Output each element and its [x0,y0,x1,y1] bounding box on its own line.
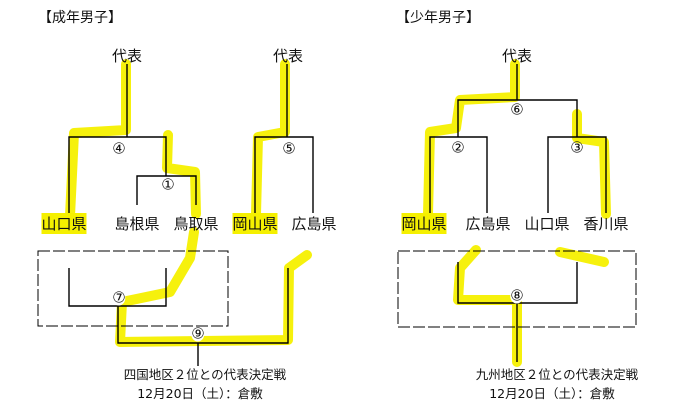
highlight-path [555,247,609,267]
adult-bracket-lines [37,64,314,366]
team-kagawa: 香川県 [583,215,629,233]
match-number: ⑧ [510,286,524,305]
representative-label: 代表 [501,47,533,65]
team-okayama: 岡山県 [401,213,447,234]
highlight-path [423,59,520,219]
highlight-path [572,109,611,219]
team-yamaguchi: 山口県 [41,213,87,234]
team-yamaguchi: 山口県 [524,215,570,233]
team-hiroshima: 広島県 [291,215,337,233]
team-hiroshima: 広島県 [465,215,511,233]
representative-label: 代表 [272,47,304,65]
match-number: ⑨ [191,324,205,343]
team-okayama: 岡山県 [232,213,278,234]
youth-men-title: 【少年男子】 [396,10,480,26]
match-number: ⑥ [510,100,524,119]
playoff-note: 四国地区２位との代表決定戦 [123,367,287,382]
representative-label: 代表 [111,47,143,65]
playoff-date: 12月20日（土）：倉敷 [137,386,263,401]
highlight-path [251,59,290,219]
match-number: ④ [112,139,126,158]
highlight-path [162,130,201,219]
adult-men-title: 【成年男子】 [38,10,122,26]
team-tottori: 鳥取県 [173,215,219,233]
match-number: ⑤ [282,139,296,158]
youth-bracket-lines [397,64,637,362]
highlight-path [453,245,522,305]
playoff-note: 九州地区２位との代表決定戦 [475,367,639,382]
highlight-path [115,227,312,347]
highlight-path [65,59,131,221]
team-shimane: 島根県 [114,215,160,233]
match-number: ① [161,175,175,194]
match-number: ② [451,138,465,157]
playoff-date: 12月20日（土）：倉敷 [489,386,615,401]
match-number: ③ [570,138,584,157]
match-number: ⑦ [112,288,126,307]
